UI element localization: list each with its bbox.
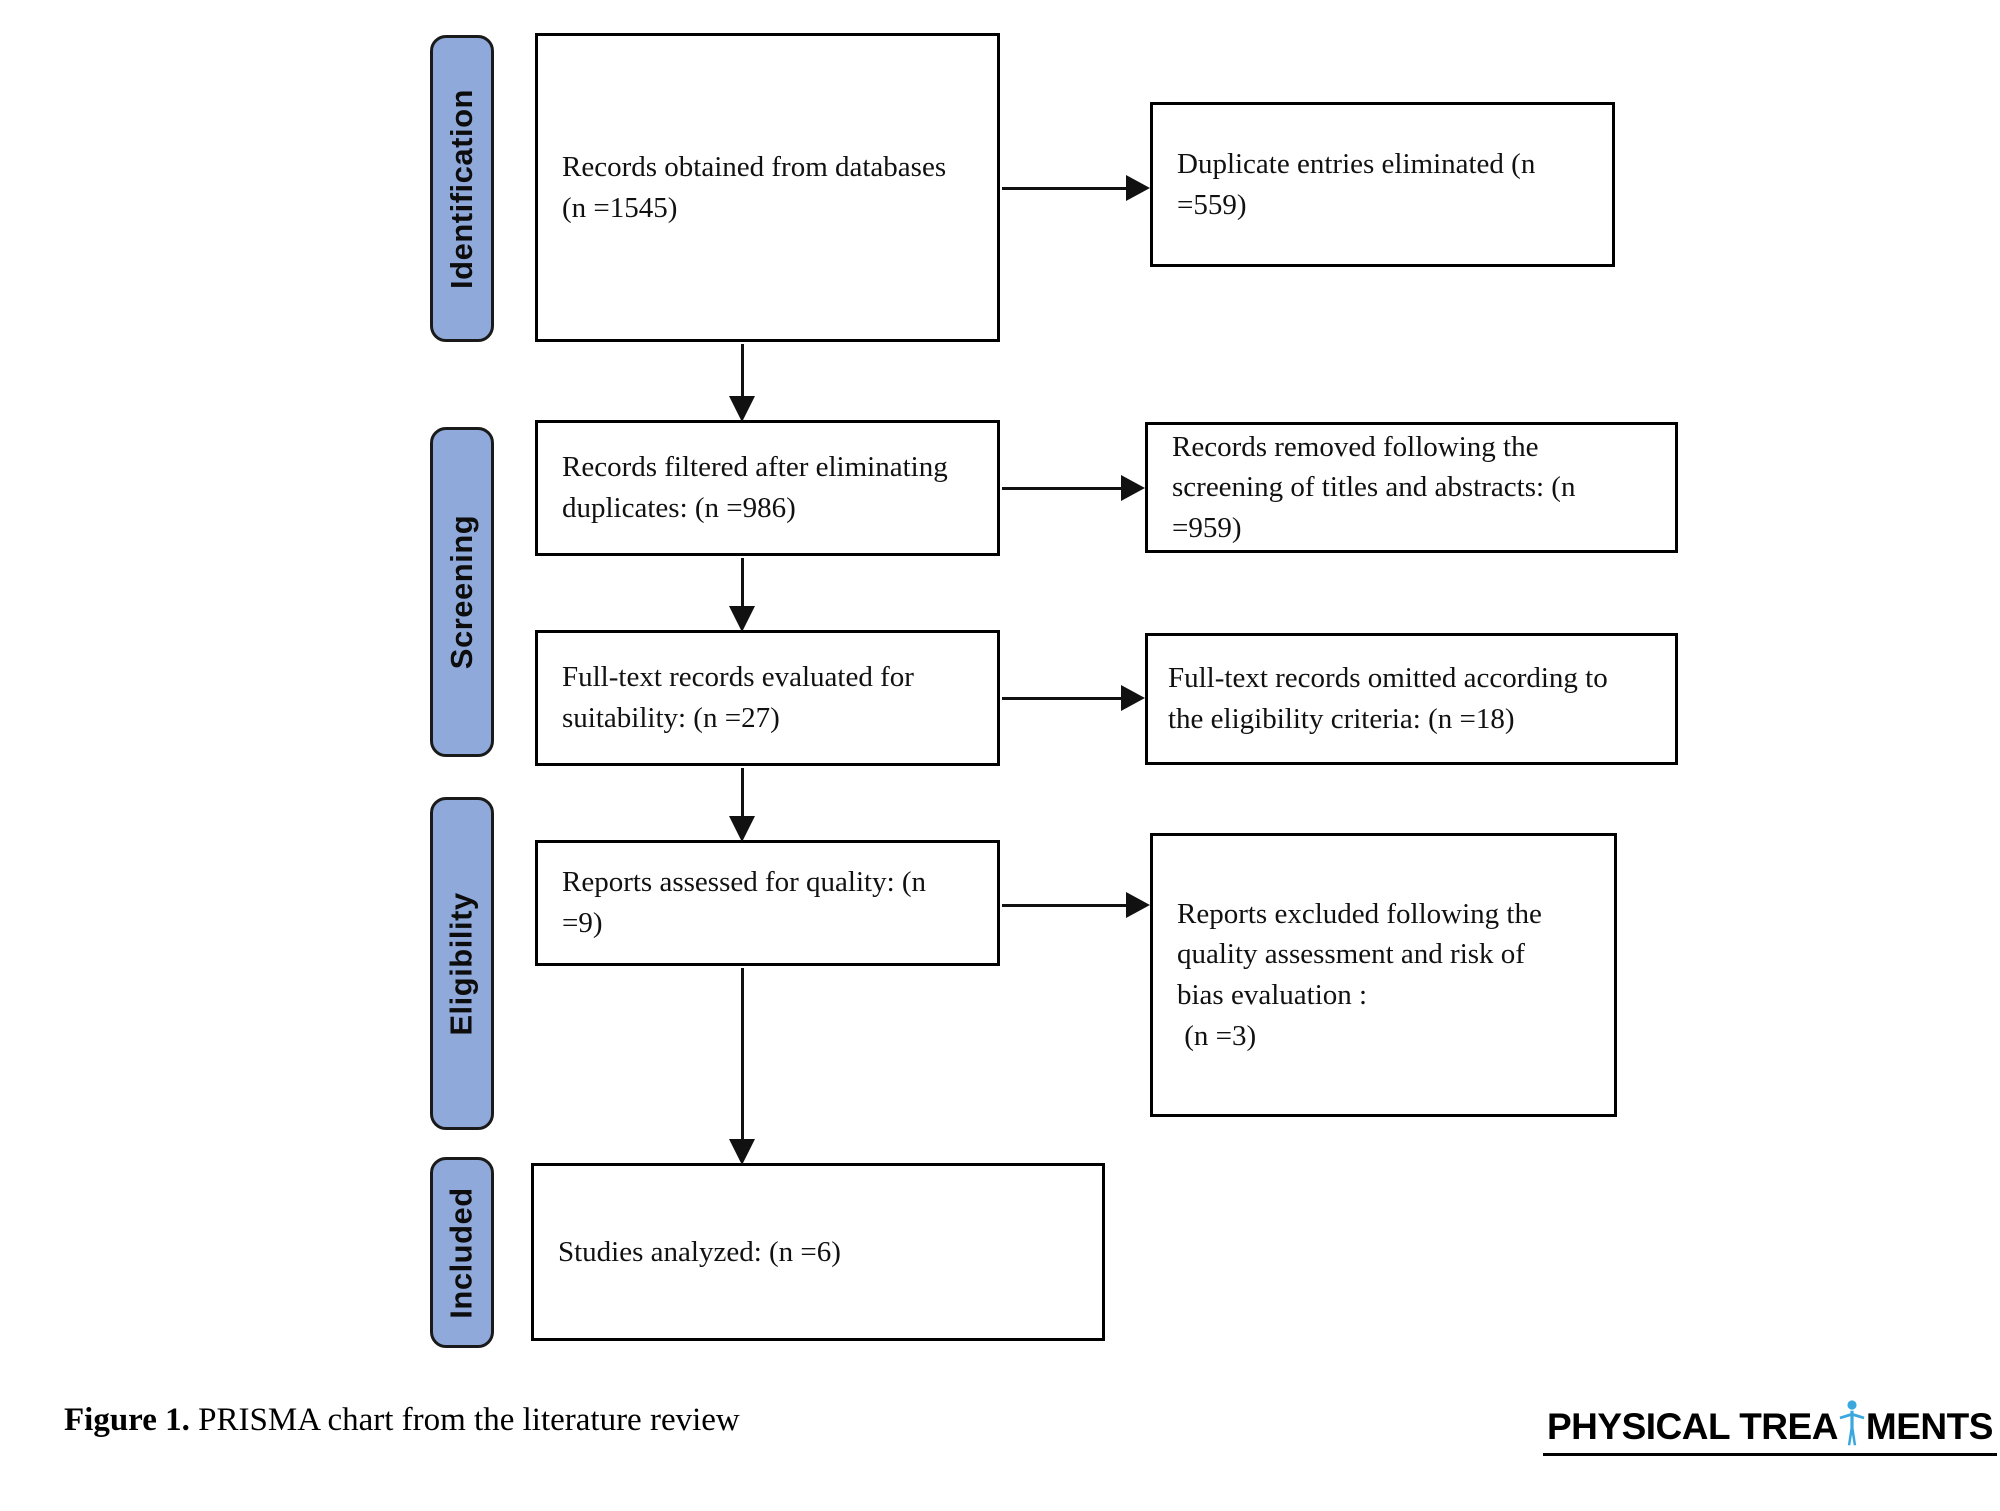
figure-caption: Figure 1. PRISMA chart from the literatu… xyxy=(64,1402,740,1439)
arrow-right-to-duplicates-eliminated xyxy=(1002,175,1150,201)
exclusion-box-text: Reports excluded following the quality a… xyxy=(1177,897,1542,1052)
logo-text-right: MENTS xyxy=(1865,1406,1994,1447)
caption-label: Figure 1. xyxy=(64,1402,190,1438)
exclusion-box-reports-excluded: Reports excluded following the quality a… xyxy=(1150,833,1617,1117)
arrow-down-fulltext-to-quality xyxy=(729,768,755,842)
exclusion-box-text: Duplicate entries eliminated (n =559) xyxy=(1177,147,1536,221)
stage-label-text: Identification xyxy=(444,88,480,289)
arrow-shaft xyxy=(740,558,744,608)
arrow-head-icon xyxy=(729,1139,755,1165)
exclusion-box-fulltext-omitted: Full-text records omitted according to t… xyxy=(1145,633,1678,765)
arrow-right-to-reports-excluded xyxy=(1002,892,1150,918)
flow-box-records-obtained: Records obtained from databases (n =1545… xyxy=(535,33,1000,342)
arrow-shaft xyxy=(1002,186,1128,190)
flow-box-fulltext-evaluated: Full-text records evaluated for suitabil… xyxy=(535,630,1000,766)
arrow-head-icon xyxy=(729,606,755,632)
stage-label-text: Screening xyxy=(444,514,480,670)
flow-box-text: Records obtained from databases (n =1545… xyxy=(562,150,947,224)
arrow-right-to-fulltext-omitted xyxy=(1002,685,1145,711)
arrow-shaft xyxy=(1002,486,1123,490)
stage-label-screening: Screening xyxy=(430,427,494,757)
flow-box-reports-assessed: Reports assessed for quality: (n =9) xyxy=(535,840,1000,966)
flow-box-text: Reports assessed for quality: (n =9) xyxy=(562,866,927,939)
flow-box-records-filtered: Records filtered after eliminating dupli… xyxy=(535,420,1000,556)
stage-label-text: Included xyxy=(444,1186,480,1319)
arrow-head-icon xyxy=(1126,892,1150,918)
arrow-down-identification-to-screening xyxy=(729,344,755,422)
exclusion-box-text: Records removed following the screening … xyxy=(1172,430,1576,544)
stage-label-identification: Identification xyxy=(430,35,494,342)
stage-label-included: Included xyxy=(430,1157,494,1348)
arrow-head-icon xyxy=(729,396,755,422)
caption-text: PRISMA chart from the literature review xyxy=(189,1402,740,1438)
flow-box-studies-analyzed: Studies analyzed: (n =6) xyxy=(531,1163,1105,1341)
arrow-shaft xyxy=(1002,903,1128,907)
arrow-down-filtered-to-fulltext xyxy=(729,558,755,632)
arrow-shaft xyxy=(740,344,744,398)
flow-box-text: Records filtered after eliminating dupli… xyxy=(562,451,948,524)
arrow-head-icon xyxy=(729,816,755,842)
arrow-head-icon xyxy=(1121,475,1145,501)
arrow-shaft xyxy=(740,768,744,818)
journal-logo: PHYSICAL TREA MENTS xyxy=(1543,1400,1997,1456)
arrow-down-quality-to-included xyxy=(729,968,755,1165)
person-icon xyxy=(1839,1400,1865,1446)
arrow-right-to-records-removed xyxy=(1002,475,1145,501)
exclusion-box-records-removed: Records removed following the screening … xyxy=(1145,422,1678,553)
logo-text-left: PHYSICAL TREA xyxy=(1547,1406,1838,1447)
arrow-head-icon xyxy=(1121,685,1145,711)
arrow-shaft xyxy=(1002,696,1123,700)
flow-box-text: Studies analyzed: (n =6) xyxy=(558,1235,841,1268)
exclusion-box-duplicates-eliminated: Duplicate entries eliminated (n =559) xyxy=(1150,102,1615,267)
stage-label-text: Eligibility xyxy=(444,891,480,1036)
stage-label-eligibility: Eligibility xyxy=(430,797,494,1130)
arrow-head-icon xyxy=(1126,175,1150,201)
arrow-shaft xyxy=(740,968,744,1141)
exclusion-box-text: Full-text records omitted according to t… xyxy=(1168,662,1608,735)
flow-box-text: Full-text records evaluated for suitabil… xyxy=(562,661,914,734)
